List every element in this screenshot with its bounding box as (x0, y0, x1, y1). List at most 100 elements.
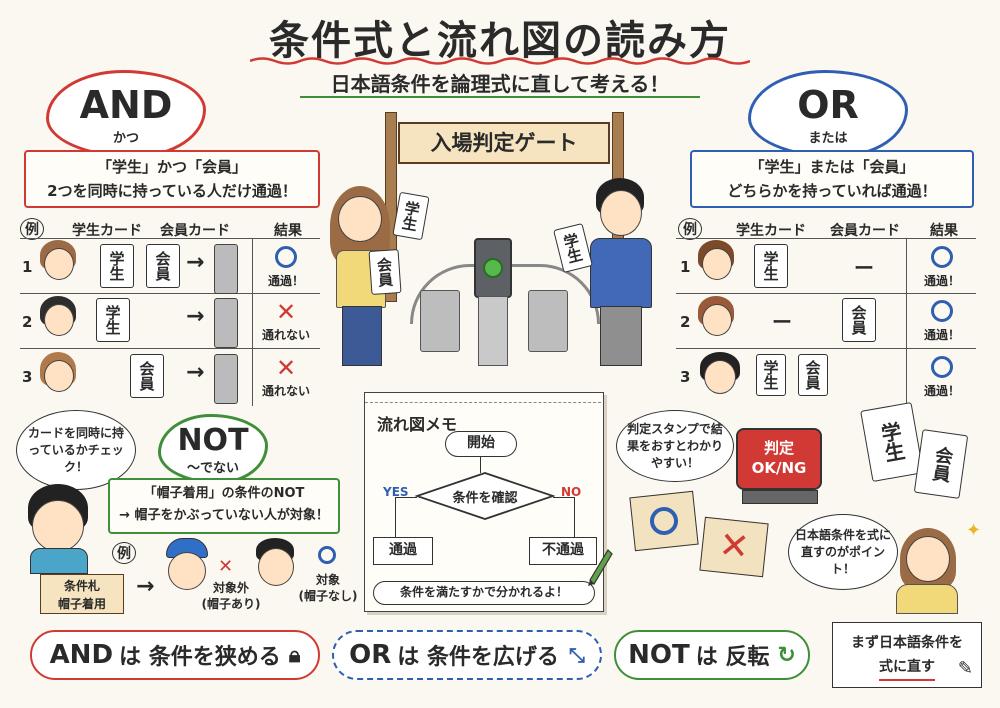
kid-face (702, 304, 732, 336)
footer-tip: まず日本語条件を 式に直す ✎ (832, 622, 982, 688)
flowchart-notepad: 流れ図メモ 開始 条件を確認 YES NO 通過 不通過 条件を満たすかで分かれ… (364, 392, 604, 612)
result-fail: ✕通れない (256, 356, 316, 399)
page-subtitle: 日本語条件を論理式に直して考える！ (330, 72, 670, 96)
and-description: 「学生」かつ「会員」 2つを同時に持っている人だけ通過！ (24, 150, 320, 208)
flowchart-title: 流れ図メモ (377, 415, 458, 434)
member-card-large: 会員 (913, 429, 969, 499)
target-label: 対象(帽子なし) (298, 573, 358, 603)
not-desc-line2: → 帽子をかぶっていない人が対象！ (119, 508, 329, 523)
result-pass: 通過！ (256, 246, 316, 289)
lock-icon: 🔒︎ (288, 642, 301, 668)
or-header-member: 会員カード (830, 223, 900, 239)
and-header-student: 学生カード (72, 223, 142, 239)
arrow-right-icon: → (136, 574, 155, 599)
boy-body (30, 548, 88, 574)
not-speech-bubble: カードを同時に持っているかチェック！ (16, 410, 136, 490)
footer-or-pill: OR は 条件を広げる ⤡ (332, 630, 602, 680)
student-card-large: 学生 (860, 402, 924, 482)
circle-icon (648, 505, 680, 537)
kid-face (704, 360, 736, 394)
and-heading: AND (79, 83, 173, 127)
member-card: 会員 (146, 244, 180, 288)
and-desc-line2: 2つを同時に持っている人だけ通過！ (47, 182, 297, 200)
flow-decision: 条件を確認 (452, 491, 518, 506)
or-heading: OR (797, 83, 859, 127)
cross-icon: ✕ (275, 354, 297, 382)
not-description: 「帽子着用」の条件のNOT → 帽子をかぶっていない人が対象！ (108, 478, 340, 534)
footer-not-pill: NOT は 反転 ↻ (614, 630, 810, 680)
not-ex-label: 例 (112, 542, 136, 564)
page-title: 条件式と流れ図の読み方 (269, 18, 731, 64)
not-desc-line1: 「帽子着用」の条件のNOT (143, 486, 305, 501)
not-sub: 〜でない (186, 461, 239, 476)
boy-face (600, 190, 642, 236)
pencil-icon: ✎ (957, 658, 973, 679)
member-card: 会員 (798, 354, 828, 396)
student-card: 学生 (96, 298, 130, 342)
cross-icon: ✕ (275, 298, 297, 326)
and-header-result: 結果 (274, 223, 302, 239)
footer-or-key: OR (349, 640, 392, 670)
gate-panel-right (528, 290, 568, 352)
footer-and-pill: AND は 条件を狭める 🔒︎ (30, 630, 320, 680)
student-card: 学生 (756, 354, 786, 396)
flow-decision-diamond (415, 472, 555, 520)
arrow-right-icon: → (186, 360, 205, 385)
row-number: 1 (22, 258, 33, 276)
kid-face (44, 248, 74, 280)
or-desc-line1: 「学生」または「会員」 (749, 158, 915, 176)
member-card: 会員 (130, 354, 164, 398)
girl-student-card: 学生 (392, 191, 430, 241)
cap-kid-face (168, 552, 206, 590)
row-number: 3 (22, 368, 33, 386)
footer-or-text: は 条件を広げる (397, 645, 559, 670)
row-number: 1 (680, 258, 691, 276)
member-card-none: ー (854, 256, 874, 280)
stamp-base (742, 490, 818, 504)
footer-and-key: AND (49, 640, 114, 670)
gate-scanner (474, 238, 512, 298)
gate-icon (214, 298, 238, 348)
and-desc-line1: 「学生」かつ「会員」 (96, 158, 247, 176)
arrow-right-icon: → (186, 250, 205, 275)
stamp-line2: OK/NG (751, 459, 807, 477)
circle-icon (931, 356, 953, 378)
flow-pass: 通過 (373, 537, 433, 565)
gate-sign: 入場判定ゲート (398, 122, 610, 164)
boy-legs (600, 306, 642, 366)
tip-line1: まず日本語条件を (851, 635, 963, 651)
thinking-boy-face (32, 500, 84, 552)
girl-member-card: 会員 (368, 249, 402, 295)
kid-face (44, 360, 74, 392)
flow-caption: 条件を満たすかで分かれるよ！ (373, 581, 595, 605)
student-card: 学生 (754, 244, 788, 288)
girl-face (338, 196, 382, 242)
fail-tile: ✕ (699, 516, 769, 578)
cross-icon: ✕ (716, 524, 752, 569)
excluded-label: 対象外(帽子あり) (201, 581, 261, 611)
and-sub: かつ (112, 131, 139, 146)
condition-sign: 条件札 帽子着用 (40, 574, 124, 614)
footer-not-key: NOT (628, 640, 690, 670)
result-pass: 通過！ (912, 356, 972, 399)
row-number: 2 (22, 313, 33, 331)
sign-line1: 条件札 (63, 579, 100, 593)
or-header-result: 結果 (930, 223, 958, 239)
or-description: 「学生」または「会員」 どちらかを持っていれば通過！ (690, 150, 974, 208)
rotate-icon: ↻ (777, 642, 796, 668)
pass-tile (629, 490, 699, 552)
student-card: 学生 (100, 244, 134, 288)
green-light-icon (483, 258, 503, 278)
title-underline (250, 57, 750, 65)
flow-yes-label: YES (383, 485, 409, 499)
or-ex-label: 例 (678, 218, 702, 240)
and-ex-label: 例 (20, 218, 44, 240)
row-number: 2 (680, 313, 691, 331)
or-sub: または (808, 131, 848, 146)
cross-icon: ✕ (218, 556, 234, 577)
or-cloud: OR または (748, 70, 908, 158)
member-card: 会員 (842, 298, 876, 342)
notepad-rings (365, 393, 601, 403)
kid-face (702, 248, 732, 280)
gate-icon (214, 354, 238, 404)
